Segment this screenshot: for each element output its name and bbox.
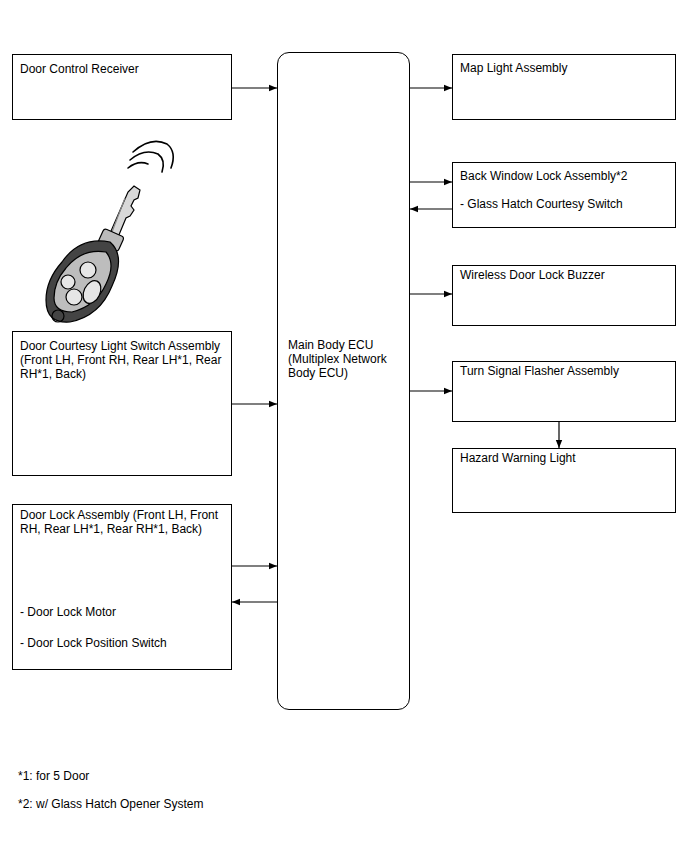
signal-arrow xyxy=(410,87,452,88)
ecu-box: Main Body ECU (Multiplex Network Body EC… xyxy=(277,52,410,710)
light-box: Map Light Assembly xyxy=(452,54,676,120)
signal-wave xyxy=(133,141,173,168)
box-title: Main Body ECU (Multiplex Network Body EC… xyxy=(288,338,403,380)
flasher-box: Turn Signal Flasher Assembly xyxy=(452,361,676,422)
footnote: *1: for 5 Door xyxy=(18,769,89,783)
box-title: Map Light Assembly xyxy=(460,61,669,75)
box-title: Door Control Receiver xyxy=(20,62,225,76)
box-title: Door Lock Assembly (Front LH, Front RH, … xyxy=(20,508,225,536)
signal-arrow xyxy=(410,390,452,391)
footnote: *2: w/ Glass Hatch Opener System xyxy=(18,797,203,811)
signal-arrow xyxy=(232,403,277,404)
signal-arrow xyxy=(232,565,277,566)
lock-box: Back Window Lock Assembly*2 - Glass Hatch… xyxy=(452,162,676,228)
box-title: Turn Signal Flasher Assembly xyxy=(460,364,669,378)
hazard-box: Hazard Warning Light xyxy=(452,448,676,513)
box-item: - Door Lock Motor xyxy=(20,605,225,619)
signal-arrow xyxy=(410,208,452,209)
key xyxy=(46,186,140,322)
receiver-box: Door Control Receiver xyxy=(12,54,232,120)
signal-arrow xyxy=(232,601,277,602)
box-item: - Glass Hatch Courtesy Switch xyxy=(460,197,669,211)
buzzer-box: Wireless Door Lock Buzzer xyxy=(452,265,676,326)
box-title: Back Window Lock Assembly*2 xyxy=(460,169,669,183)
signal-wave xyxy=(128,163,148,168)
box-item: - Door Lock Position Switch xyxy=(20,636,225,650)
signal-arrow xyxy=(558,422,559,448)
signal-arrow xyxy=(410,293,452,294)
signal-wave xyxy=(130,152,163,172)
box-title: Door Courtesy Light Switch Assembly (Fro… xyxy=(20,339,225,381)
switch-box: Door Courtesy Light Switch Assembly (Fro… xyxy=(12,331,232,476)
box-title: Hazard Warning Light xyxy=(460,451,669,465)
signal-arrow xyxy=(410,181,452,182)
box-title: Wireless Door Lock Buzzer xyxy=(460,268,669,282)
door-lock-box: Door Lock Assembly (Front LH, Front RH, … xyxy=(12,504,232,670)
signal-arrow xyxy=(232,87,277,88)
